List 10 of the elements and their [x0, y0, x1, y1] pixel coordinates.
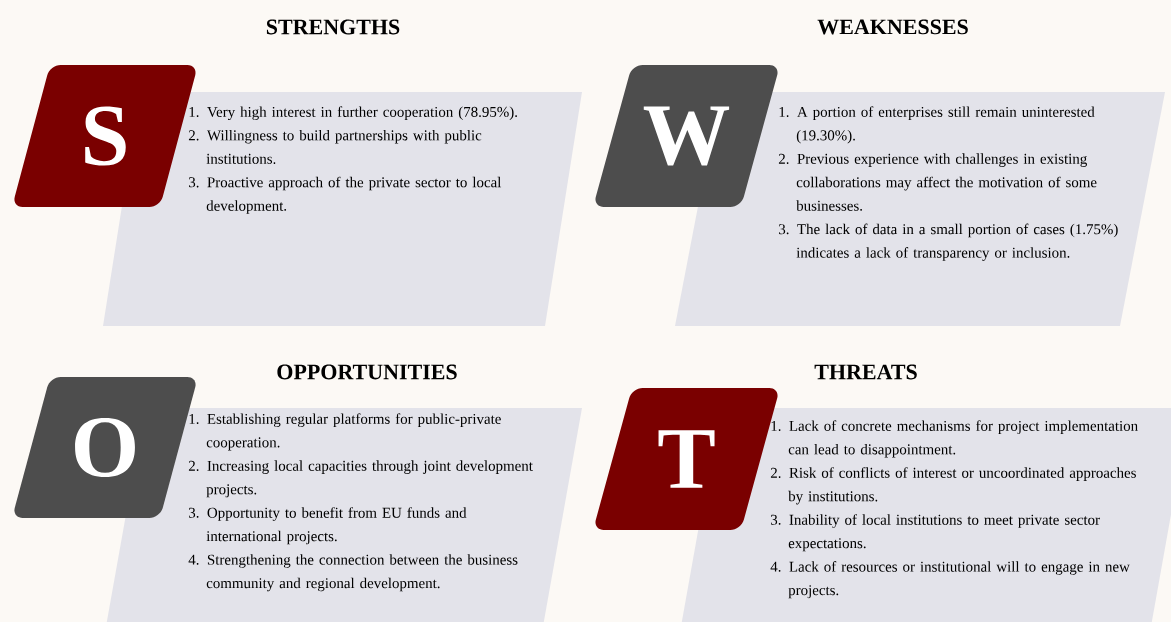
heading: THREATS — [814, 364, 917, 380]
heading: OPPORTUNITIES — [277, 364, 457, 380]
list-item: 4. Strengthening the connection between the business community and regional development. — [188, 554, 518, 592]
letter-tile: W — [595, 65, 778, 207]
list-item: 3. The lack of data in a small portion of cases (1.75%) indicates a lack of transparency or inclusion. — [779, 223, 1118, 261]
list-item: 2. Previous experience with challenges in existing collaborations may affect the motivation of some businesses. — [778, 153, 1097, 211]
heading: STRENGTHS — [266, 19, 400, 35]
heading: WEAKNESSES — [817, 19, 968, 35]
list-item: 4. Lack of resources or institutional will to engage in new projects. — [770, 561, 1130, 599]
list-item: 1. A portion of enterprises still remain uninterested (19.30%). — [779, 106, 1095, 144]
